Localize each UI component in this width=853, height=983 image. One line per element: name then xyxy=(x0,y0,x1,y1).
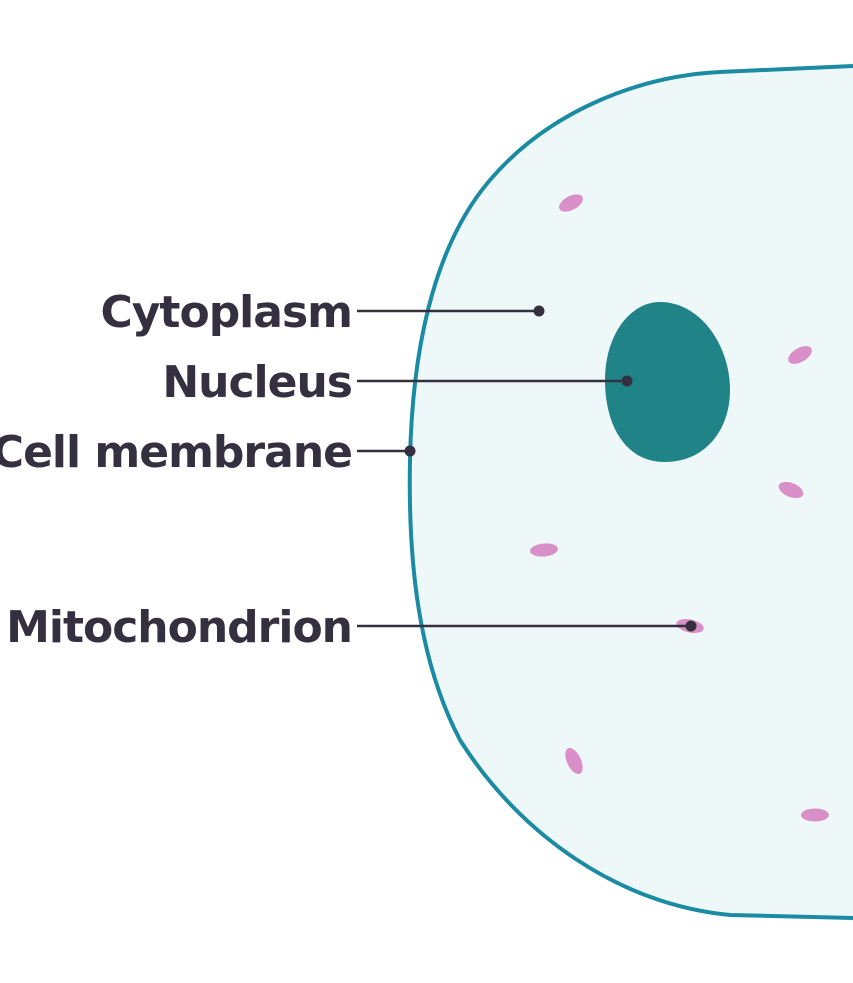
mitochondrion xyxy=(788,346,812,364)
label-cell-membrane: Cell membrane xyxy=(0,427,352,478)
mitochondrion xyxy=(801,808,829,822)
leader-lines xyxy=(357,305,697,632)
label-mitochondrion: Mitochondrion xyxy=(6,602,352,653)
mitochondrion xyxy=(565,747,583,775)
cell-membrane xyxy=(407,64,853,920)
nucleus xyxy=(605,302,730,462)
label-cytoplasm: Cytoplasm xyxy=(100,287,352,338)
leader-dot-nucleus xyxy=(621,375,633,387)
labels: Cytoplasm Nucleus Cell membrane Mitochon… xyxy=(0,287,353,653)
mitochondrion xyxy=(530,543,558,557)
leader-dot-cytoplasm xyxy=(533,305,545,317)
mitochondrion xyxy=(778,481,804,499)
mitochondrion xyxy=(559,194,583,212)
label-nucleus: Nucleus xyxy=(162,357,352,408)
leader-dot-cell-membrane xyxy=(404,445,416,457)
leader-dot-mitochondrion xyxy=(685,620,697,632)
